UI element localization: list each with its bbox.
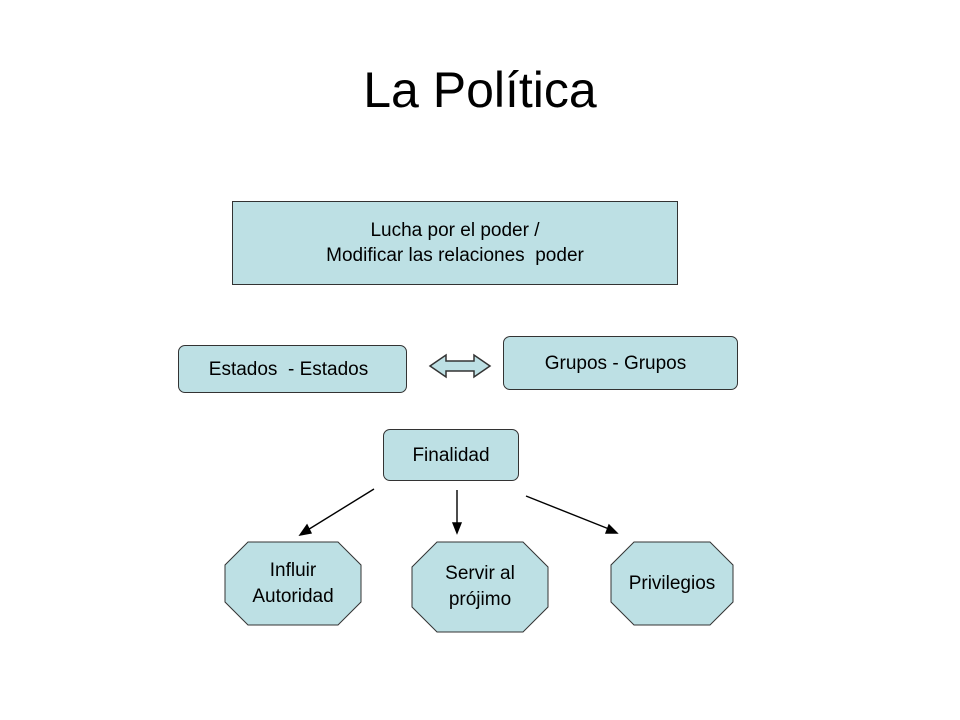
main-box-line-1: Lucha por el poder / (370, 220, 540, 241)
page-title: La Política (363, 62, 597, 118)
outcome-line-1: Servir al (445, 563, 515, 584)
octagon-shape (224, 541, 362, 626)
octagon-influir: Influir Autoridad (224, 541, 362, 626)
arrow-to-privilegios (525, 495, 610, 530)
octagon-privilegios: Privilegios (610, 541, 734, 626)
arrow-to-influir (305, 488, 375, 532)
octagon-shape (411, 541, 549, 633)
arrow-to-privilegios-head (604, 523, 619, 534)
grupos-box: Grupos - Grupos (503, 336, 738, 390)
arrow-to-servir-head (451, 522, 463, 535)
outcome-line-1: Privilegios (628, 572, 716, 594)
outcome-line-1: Influir (269, 559, 317, 581)
outcome-line-2: prójimo (448, 589, 512, 610)
estados-box: Estados - Estados (178, 345, 407, 393)
double-arrow-icon (428, 353, 492, 379)
outcome-line-2: Autoridad (252, 585, 334, 607)
finalidad-box-label: Finalidad (412, 444, 490, 466)
octagon-shape (610, 541, 734, 626)
arrow-to-influir-head (298, 523, 313, 536)
octagon-servir: Servir al prójimo (411, 541, 549, 633)
finalidad-box: Finalidad (383, 429, 519, 481)
grupos-box-label: Grupos - Grupos (544, 352, 687, 374)
main-box-line-2: Modificar las relaciones poder (326, 245, 584, 266)
estados-box-label: Estados - Estados (208, 358, 369, 380)
main-box: Lucha por el poder / Modificar las relac… (232, 201, 678, 285)
